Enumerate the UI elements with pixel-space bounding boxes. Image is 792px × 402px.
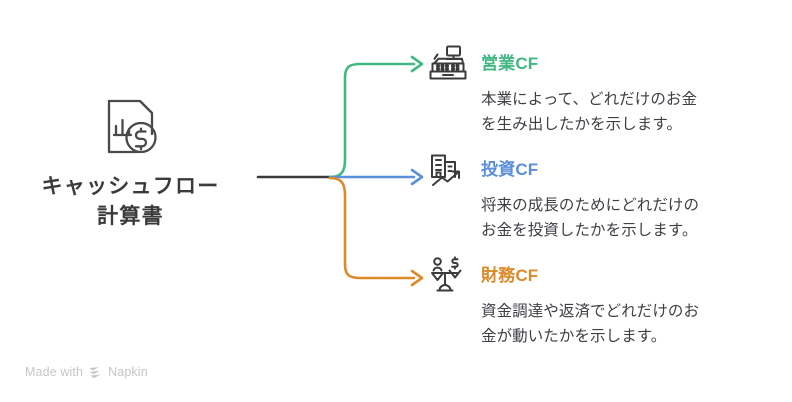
cash-register-icon xyxy=(425,44,469,84)
branch-label-financing-cf: 財務CF xyxy=(481,266,539,285)
connector-operating-cf-arrowhead xyxy=(410,55,424,73)
watermark-made-with-label: Made with xyxy=(25,365,84,379)
branch-financing-cf: 財務CF 資金調達や返済でどれだけのお 金が動いたかを示します。 xyxy=(425,256,785,349)
branch-header: 営業CF xyxy=(425,44,785,86)
branch-header: 投資CF xyxy=(425,150,785,192)
branch-description-operating-cf: 本業によって、どれだけのお金 を生み出したかを示します。 xyxy=(481,91,698,134)
watermark-brand-label: Napkin xyxy=(108,365,148,379)
root-title: キャッシュフロー 計算書 xyxy=(41,175,220,228)
connector-operating-cf xyxy=(328,62,416,179)
branch-description-investing-cf: 将来の成長のためにどれだけの お金を投資したかを示します。 xyxy=(481,197,700,240)
document-chart-dollar-icon xyxy=(95,92,167,164)
branch-label-investing-cf: 投資CF xyxy=(481,160,539,179)
building-growth-arrow-icon xyxy=(425,150,469,190)
branch-investing-cf: 投資CF 将来の成長のためにどれだけの お金を投資したかを示します。 xyxy=(425,150,785,243)
connector-investing-cf-arrowhead xyxy=(410,168,424,186)
branch-header: 財務CF xyxy=(425,256,785,298)
connector-financing-cf-arrowhead xyxy=(410,269,424,287)
balance-scale-person-money-icon xyxy=(425,256,469,296)
napkin-logo-icon xyxy=(88,366,103,379)
branch-label-operating-cf: 営業CF xyxy=(481,54,539,73)
napkin-watermark: Made with Napkin xyxy=(25,365,148,379)
branch-operating-cf: 営業CF 本業によって、どれだけのお金 を生み出したかを示します。 xyxy=(425,44,785,137)
root-node: キャッシュフロー 計算書 xyxy=(8,92,253,232)
connector-financing-cf xyxy=(328,176,416,280)
branch-description-financing-cf: 資金調達や返済でどれだけのお 金が動いたかを示します。 xyxy=(481,303,700,346)
